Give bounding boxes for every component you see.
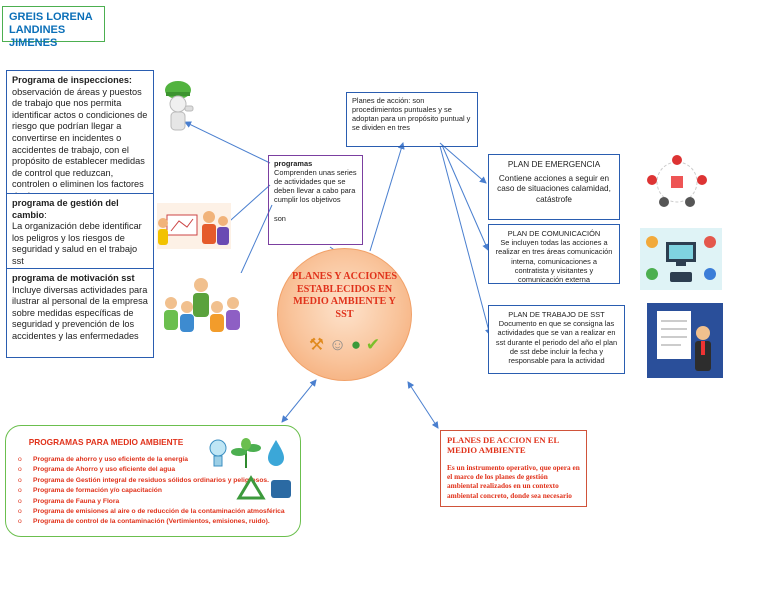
author-name-box: GREIS LORENA LANDINES JIMENES: [2, 6, 105, 49]
central-topic: PLANES Y ACCIONES ESTABLECIDOS EN MEDIO …: [277, 248, 412, 381]
eco-icons: [209, 438, 284, 468]
trabajo-sst-box: PLAN DE TRABAJO DE SST Documento en que …: [488, 305, 625, 374]
motivacion-box: programa de motivación sst Incluye diver…: [6, 268, 154, 358]
arrow-to-inspecciones: [184, 121, 271, 164]
comunicacion-box: PLAN DE COMUNICACIÓN Se incluyen todas l…: [488, 224, 620, 284]
central-title: PLANES Y ACCIONES ESTABLECIDOS EN MEDIO …: [291, 271, 398, 320]
programas-title: programas: [274, 159, 313, 168]
globe-icon: ●: [350, 335, 362, 354]
central-icons: ⚒ ☺ ● ✔: [278, 335, 411, 355]
arrow-to-emergencia: [439, 142, 487, 184]
recycle-icon: [236, 475, 291, 500]
water-drop-icon: [268, 440, 284, 466]
planes-accion-box: Planes de acción: son procedimientos pun…: [346, 92, 478, 147]
comunicacion-body: Se incluyen todas las acciones a realiza…: [495, 238, 613, 285]
trabajo-sst-body: Documento en que se consigna las activid…: [495, 319, 618, 366]
emergencia-title: PLAN DE EMERGENCIA: [507, 160, 601, 169]
worker-icon: ⚒: [308, 335, 325, 354]
motivacion-title: programa de motivación sst: [12, 273, 135, 283]
gestion-cambio-body: La organización debe identificar los pel…: [12, 221, 142, 266]
arrow-to-trabajo-sst: [439, 145, 492, 336]
group-icon: [157, 273, 245, 339]
person-icon: ☺: [328, 335, 347, 354]
plan-accion-ma-title: PLANES DE ACCION EN EL MEDIO AMBIENTE: [447, 435, 559, 455]
arrow-to-medio-ambiente: [281, 379, 317, 423]
plan-accion-ma-body: Es un instrumento operativo, que opera e…: [447, 463, 580, 500]
programas-son: son: [274, 214, 286, 223]
comunicacion-title: PLAN DE COMUNICACIÓN: [507, 229, 601, 238]
bulb-icon: [209, 439, 227, 467]
trabajo-sst-title: PLAN DE TRABAJO DE SST: [508, 310, 605, 319]
gestion-cambio-colon: :: [44, 209, 47, 220]
plan-accion-ma-box: PLANES DE ACCION EN EL MEDIO AMBIENTE Es…: [440, 430, 587, 507]
author-last-name: LANDINES JIMENES: [9, 24, 66, 49]
plan-document-icon: [647, 303, 723, 378]
inspecciones-body: observación de áreas y puestos de trabaj…: [12, 86, 148, 193]
arrow-to-plan-accion-ma: [407, 381, 439, 429]
gestion-cambio-box: programa de gestión del cambio: La organ…: [6, 193, 154, 269]
motivacion-body: Incluye diversas actividades para ilustr…: [12, 284, 148, 341]
programas-box: programas Comprenden unas series de acti…: [268, 155, 363, 245]
planes-accion-body: Planes de acción: son procedimientos pun…: [352, 96, 471, 132]
medio-ambiente-title: PROGRAMAS PARA MEDIO AMBIENTE: [28, 437, 184, 447]
check-icon: ✔: [365, 335, 381, 354]
emergency-chart-icon: [632, 152, 722, 212]
worker-helmet-icon: [165, 81, 194, 131]
meeting-icon: [157, 203, 231, 249]
arrow-to-motivacion: [236, 204, 273, 283]
plant-icon: [231, 438, 261, 468]
emergencia-box: PLAN DE EMERGENCIA Contiene acciones a s…: [488, 154, 620, 220]
programas-body: Comprenden unas series de actividades qu…: [274, 168, 357, 204]
emergencia-body: Contiene acciones a seguir en caso de si…: [497, 173, 611, 204]
inspecciones-title: Programa de inspecciones:: [12, 75, 132, 85]
author-first-name: GREIS LORENA: [9, 11, 93, 23]
inspecciones-box: Programa de inspecciones: observación de…: [6, 70, 154, 194]
arrow-to-planes-accion: [369, 142, 405, 252]
gestion-cambio-title: programa de gestión del cambio: [12, 198, 119, 220]
arrow-to-comunicacion: [441, 144, 489, 251]
communication-icon: [640, 228, 722, 290]
